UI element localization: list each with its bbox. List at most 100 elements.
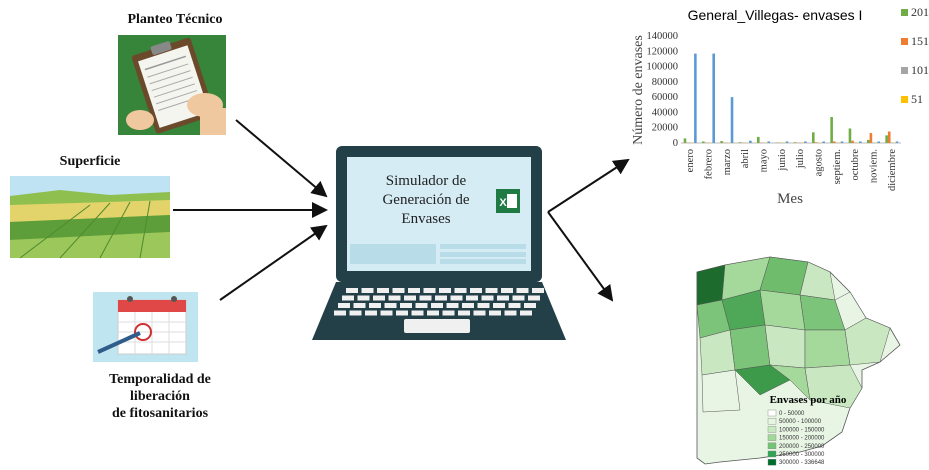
keyboard-key (427, 310, 439, 316)
keyboard-key (435, 295, 447, 301)
y-tick-label: 60000 (652, 92, 678, 103)
map-legend-swatch (767, 434, 777, 441)
x-tick-label: agosto (814, 149, 825, 176)
y-tick-label: 80000 (652, 77, 678, 88)
bar (702, 141, 705, 143)
keyboard-key (477, 303, 490, 308)
keyboard-key (489, 310, 501, 316)
keyboard-key (349, 310, 362, 316)
superficie-label: Superficie (59, 154, 121, 169)
bar (814, 142, 818, 143)
map-legend-label: 250000 - 300000 (779, 452, 825, 458)
keyboard-key (334, 310, 346, 316)
planteo-label: Planteo Técnico (127, 12, 223, 27)
keyboard-key (419, 295, 432, 301)
keyboard-key (415, 303, 428, 308)
laptop-screen-text: Simulador de Generación de Envases (362, 172, 490, 229)
excel-icon: X (496, 189, 520, 213)
keyboard-key (493, 303, 505, 308)
bar-chart: General_Villegas- envases I 0 20000 40000 60… (631, 5, 929, 207)
bar (885, 135, 888, 143)
map-legend-label: 300000 - 336648 (779, 460, 825, 466)
map-legend-swatch (767, 409, 777, 417)
legend-label: 51 (911, 92, 923, 106)
map-legend-swatch (767, 450, 777, 458)
keyboard-key (516, 288, 529, 293)
keyboard-key (392, 288, 405, 293)
fields-illustration (10, 176, 170, 259)
keyboard-key (485, 288, 498, 293)
keyboard-key (361, 288, 374, 293)
map-legend-swatch (767, 426, 777, 433)
x-axis-label: Mes (777, 191, 803, 207)
keyboard-key (404, 295, 416, 301)
keyboard-key (473, 310, 486, 316)
keyboard-key (532, 288, 544, 293)
arrow-to-chart (547, 158, 630, 213)
y-tick-label: 40000 (652, 107, 678, 118)
keyboard-key (353, 303, 366, 308)
laptop-illustration (312, 146, 566, 340)
bar (867, 139, 870, 143)
keyboard-key (373, 295, 385, 301)
keyboard-key (365, 310, 377, 316)
keyboard-key (377, 288, 389, 293)
keyboard-key (442, 310, 455, 316)
y-tick-label: 120000 (647, 46, 679, 57)
legend-swatch (901, 67, 908, 74)
map-legend-label: 0 - 50000 (779, 411, 805, 417)
bar (767, 141, 770, 143)
x-tick-label: junio (777, 149, 788, 172)
keyboard-key (357, 295, 370, 301)
bar (694, 53, 697, 144)
keyboard-key (338, 303, 350, 308)
keyboard-key (528, 295, 540, 301)
keyboard-key (497, 295, 509, 301)
temporalidad-line3: de fitosanitarios (111, 406, 209, 421)
keyboard-key (458, 310, 470, 316)
x-tick-label: septiem. (832, 149, 843, 184)
arrow-temporalidad (219, 224, 328, 301)
x-tick-label: abril (740, 149, 751, 168)
map-legend: Envases por año 0 - 50000 50000 - 100000 10… (767, 394, 847, 466)
keyboard-key (439, 288, 451, 293)
keyboard-key (454, 288, 467, 293)
legend-swatch (901, 9, 908, 16)
y-tick-label: 20000 (652, 123, 678, 134)
x-tick-label: noviem. (869, 149, 880, 183)
map-legend-title: Envases por año (770, 394, 847, 406)
temporalidad-line1: Temporalidad de (109, 372, 211, 387)
map-legend-label: 200000 - 250000 (779, 444, 825, 450)
bar (869, 133, 873, 143)
bar (785, 141, 789, 143)
arrow-planteo (235, 119, 328, 198)
x-tick-label: marzo (722, 149, 733, 175)
bar (812, 132, 815, 143)
excel-icon-letter: X (499, 197, 507, 209)
laptop-line2: Generación de (382, 192, 470, 208)
temporalidad-label: Temporalidad de liberación de fitosanita… (60, 371, 260, 422)
clipboard-illustration (118, 35, 226, 135)
bar (793, 142, 797, 143)
bar (730, 97, 734, 143)
keyboard-key (400, 303, 412, 308)
keyboard-key (466, 295, 478, 301)
x-tick-label: febrero (704, 149, 715, 179)
bar (895, 141, 899, 143)
keyboard-key (512, 295, 525, 301)
keyboard-key (423, 288, 436, 293)
keyboard-key (384, 303, 397, 308)
bar (840, 141, 844, 143)
x-tick-label: enero (685, 149, 696, 172)
bar (851, 140, 854, 143)
chart-title: General_Villegas- envases I (688, 7, 863, 23)
keyboard-key (481, 295, 494, 301)
map-legend-label: 100000 - 150000 (779, 427, 825, 433)
bar (887, 131, 891, 143)
y-tick-label: 0 (673, 138, 678, 149)
x-tick-label: diciembre (887, 149, 898, 191)
bar (683, 138, 687, 143)
bar (832, 141, 836, 143)
bar (804, 141, 807, 143)
map-legend-label: 50000 - 100000 (779, 419, 822, 425)
